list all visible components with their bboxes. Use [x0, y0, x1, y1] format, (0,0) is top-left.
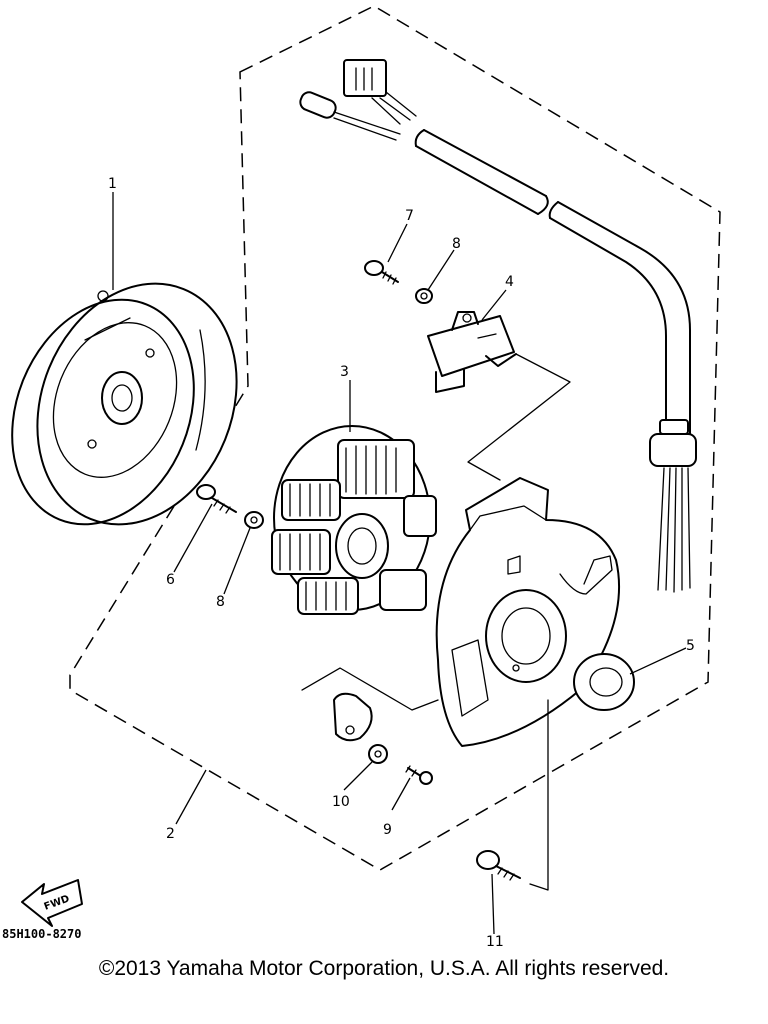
pickup-guide-line	[467, 353, 571, 481]
oil-seal	[573, 653, 635, 711]
washer-10	[368, 744, 388, 764]
callout-5: 5	[686, 638, 695, 654]
callout-11: 11	[486, 934, 504, 950]
part-code: 85H100-8270	[2, 927, 82, 941]
rotor-assembly	[11, 282, 238, 526]
screw-9	[405, 765, 433, 785]
bolt-11	[476, 850, 521, 881]
callout-4: 4	[505, 274, 514, 290]
screw-7	[364, 260, 399, 285]
callout-3: 3	[340, 364, 349, 380]
stator-coil	[271, 425, 437, 615]
callout-2: 2	[166, 826, 175, 842]
wire-harness	[299, 59, 697, 593]
copyright-notice: ©2013 Yamaha Motor Corporation, U.S.A. A…	[98, 957, 670, 980]
callout-8-upper: 8	[452, 236, 461, 252]
fwd-arrow-icon: FWD	[21, 879, 83, 927]
callout-8-left: 8	[216, 594, 225, 610]
washer-8-left	[244, 511, 264, 529]
washer-8-upper	[415, 288, 433, 304]
pickup-coil	[427, 311, 517, 393]
callout-9: 9	[383, 822, 392, 838]
callout-6: 6	[166, 572, 175, 588]
callout-10: 10	[332, 794, 350, 810]
callout-7: 7	[405, 208, 414, 224]
lead-clamp	[333, 692, 373, 742]
clamp-guide-line	[301, 667, 439, 711]
bolt-guide-line	[529, 699, 549, 891]
callout-1: 1	[108, 176, 117, 192]
screw-6	[196, 484, 237, 514]
